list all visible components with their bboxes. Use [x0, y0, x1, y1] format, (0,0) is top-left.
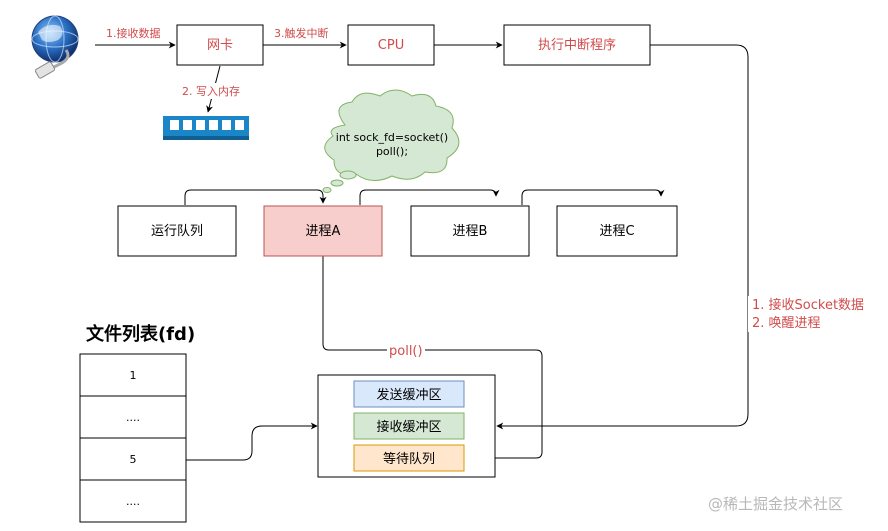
node-process-c: 进程C: [556, 205, 678, 257]
thought-line-1: int sock_fd=socket(): [336, 131, 448, 144]
node-nic-label: 网卡: [207, 38, 233, 53]
edge-process-b-to-process-c: [521, 189, 665, 205]
node-process-b: 进程B: [410, 205, 530, 257]
fd-row-4: ....: [126, 495, 140, 508]
label-wake-step-2: 2. 唤醒进程: [752, 316, 821, 331]
edge-process-a-poll-to-wait-queue: [322, 256, 543, 462]
node-process-a-label: 进程A: [306, 224, 341, 239]
recv-buffer-box: [353, 412, 465, 440]
label-wake-step-1: 1. 接收Socket数据: [752, 297, 864, 313]
file-list-title: 文件列表(fd): [86, 323, 195, 345]
node-nic: 网卡: [176, 24, 264, 66]
node-run-queue-label: 运行队列: [151, 224, 203, 239]
label-poll: poll(): [389, 344, 423, 359]
label-write-memory: 2. 写入内存: [182, 84, 240, 98]
node-interrupt-handler-label: 执行中断程序: [538, 38, 616, 53]
node-cpu: CPU: [347, 24, 435, 66]
memory-module-icon: [163, 116, 249, 140]
node-process-b-label: 进程B: [453, 224, 488, 239]
wait-queue-label: 等待队列: [383, 451, 435, 467]
file-list-table: 1 .... 5 ....: [79, 353, 187, 523]
thought-line-2: poll();: [376, 145, 408, 158]
thought-bubble: int sock_fd=socket() poll();: [322, 89, 460, 193]
node-process-c-label: 进程C: [599, 224, 634, 239]
watermark: @稀土掘金技术社区: [708, 495, 843, 513]
edge-fd-to-socket: [186, 422, 318, 461]
node-interrupt-handler: 执行中断程序: [503, 24, 651, 66]
network-globe-icon: [31, 15, 79, 79]
node-process-a: 进程A: [263, 205, 383, 257]
node-run-queue: 运行队列: [117, 205, 237, 257]
edge-process-a-to-process-b: [359, 189, 500, 205]
send-buffer-box: [353, 380, 465, 408]
send-buffer-label: 发送缓冲区: [376, 387, 441, 403]
fd-row-3: 5: [130, 453, 137, 466]
fd-row-1: 1: [130, 369, 137, 382]
wait-queue-box: [353, 444, 465, 472]
edge-handler-to-recv-buffer: [496, 44, 749, 430]
edge-run-queue-to-process-a: [184, 189, 327, 205]
label-receive-data: 1.接收数据: [106, 26, 161, 40]
recv-buffer-label: 接收缓冲区: [376, 419, 441, 435]
label-trigger-interrupt: 3.触发中断: [274, 26, 329, 40]
node-cpu-label: CPU: [378, 38, 404, 53]
socket-container: 发送缓冲区 接收缓冲区 等待队列: [317, 374, 496, 478]
fd-row-2: ....: [126, 411, 140, 424]
connectors: [95, 41, 749, 462]
